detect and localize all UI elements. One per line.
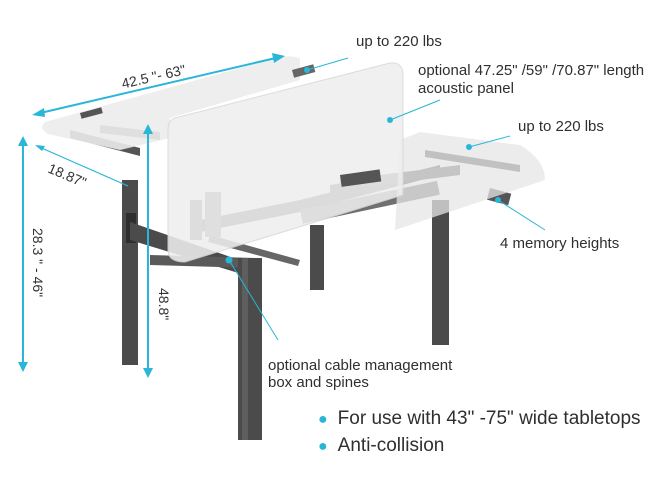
load-right-label: up to 220 lbs [518,118,604,135]
cable-label-2: box and spines [268,374,369,391]
feature-item: ● For use with 43" -75" wide tabletops [318,408,641,430]
feature-item: ● Anti-collision [318,435,444,457]
memory-label: 4 memory heights [500,235,620,252]
left-tabletop [42,56,300,151]
dimension-arrows [18,53,285,378]
bullet-icon: ● [318,411,328,428]
cable-label-1: optional cable management [268,357,453,374]
overall-height-dimension: 48.8" [156,288,172,321]
bullet-icon: ● [318,438,328,455]
acoustic-panel [167,62,404,263]
height-range-dimension: 28.3 " - 46" [30,228,46,298]
load-left-label: up to 220 lbs [356,33,442,50]
callout-leaders [225,57,546,341]
feature-text: For use with 43" -75" wide tabletops [337,408,641,429]
panel-label-2: acoustic panel [418,80,514,97]
right-tabletop [395,132,545,230]
feature-text: Anti-collision [337,435,445,456]
panel-label-1: optional 47.25" /59" /70.87" length [418,62,645,79]
